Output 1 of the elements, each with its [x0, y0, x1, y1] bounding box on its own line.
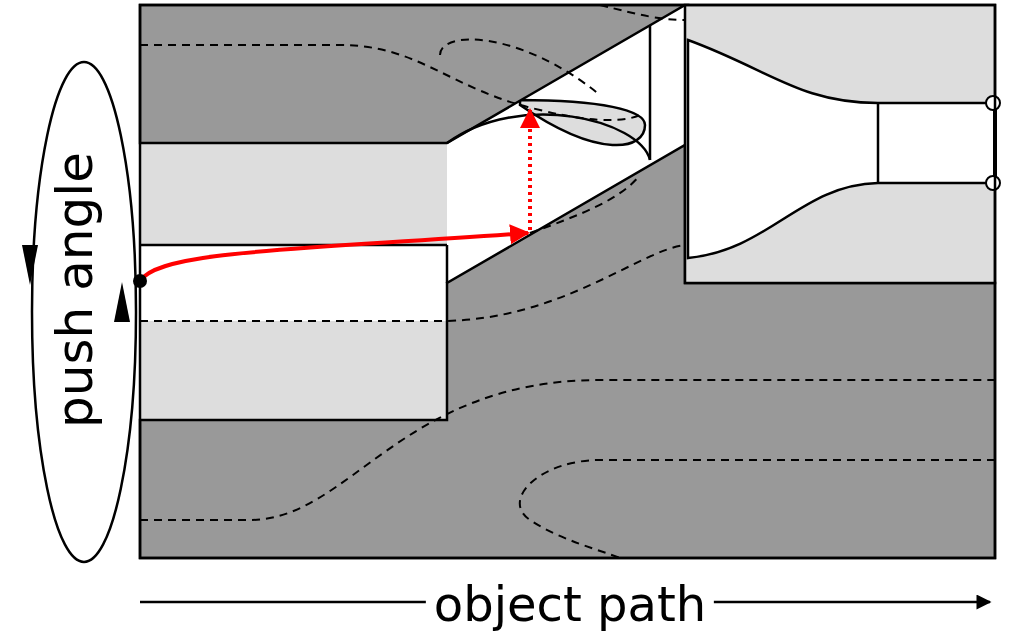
axis-label: push angle [50, 152, 100, 428]
